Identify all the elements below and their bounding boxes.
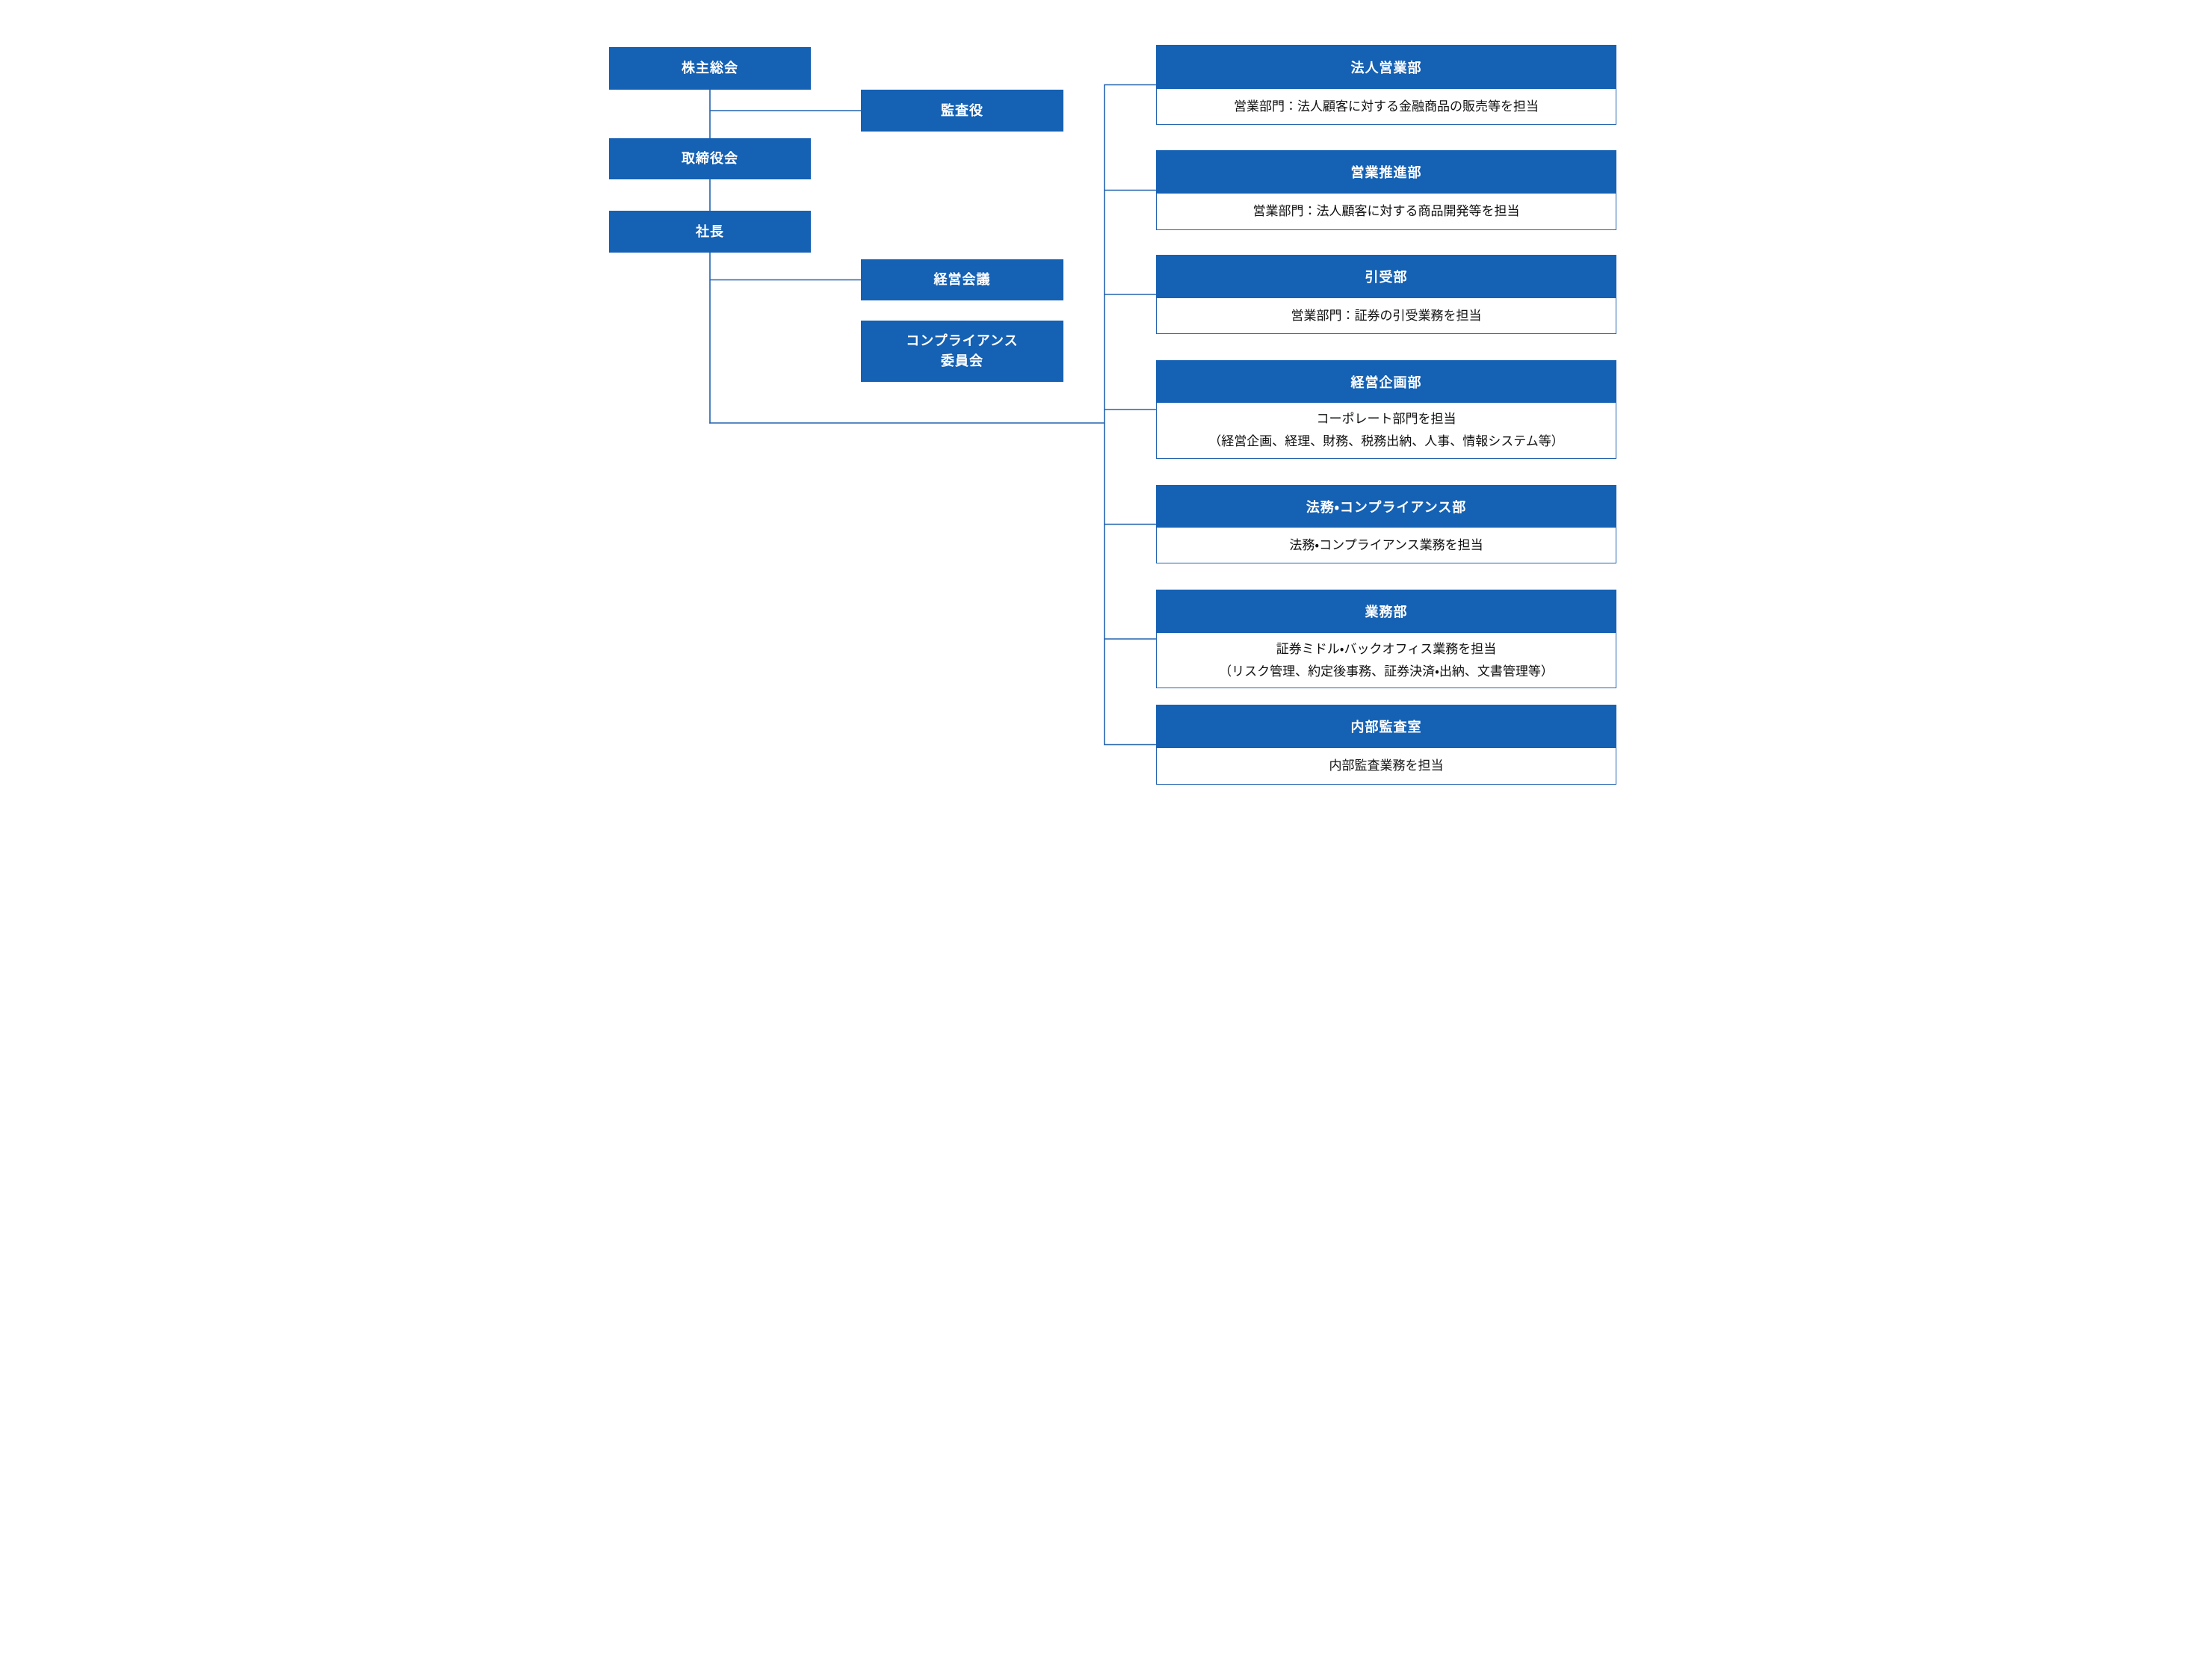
department-card-operations: 業務部 証券ミドル・バックオフィス業務を担当 （リスク管理、約定後事務、証券決済… <box>1156 590 1616 688</box>
department-header: 内部監査室 <box>1156 705 1616 748</box>
department-header: 経営企画部 <box>1156 360 1616 403</box>
department-description-line2: （リスク管理、約定後事務、証券決済・出納、文書管理等） <box>1219 664 1554 679</box>
org-box-shareholders-meeting: 株主総会 <box>609 47 811 90</box>
department-description: 内部監査業務を担当 <box>1156 748 1616 785</box>
org-box-president: 社長 <box>609 211 811 253</box>
department-description-line1: 営業部門：証券の引受業務を担当 <box>1291 308 1482 323</box>
department-header: 引受部 <box>1156 255 1616 298</box>
department-description-line1: 営業部門：法人顧客に対する商品開発等を担当 <box>1252 204 1520 219</box>
org-box-compliance-committee: コンプライアンス 委員会 <box>861 321 1063 382</box>
connector-lines <box>709 84 1157 746</box>
department-description: 営業部門：法人顧客に対する金融商品の販売等を担当 <box>1156 89 1616 125</box>
org-box-auditor: 監査役 <box>861 90 1063 132</box>
department-card-corporate-sales: 法人営業部 営業部門：法人顧客に対する金融商品の販売等を担当 <box>1156 45 1616 125</box>
org-box-label: 社長 <box>696 223 724 239</box>
department-card-sales-promotion: 営業推進部 営業部門：法人顧客に対する商品開発等を担当 <box>1156 150 1616 230</box>
org-box-label: 取締役会 <box>682 151 738 166</box>
department-description-line2: （経営企画、経理、財務、税務出納、人事、情報システム等） <box>1208 434 1564 448</box>
org-box-management-meeting: 経営会議 <box>861 259 1063 300</box>
department-description-line1: 営業部門：法人顧客に対する金融商品の販売等を担当 <box>1234 99 1539 114</box>
department-description: コーポレート部門を担当 （経営企画、経理、財務、税務出納、人事、情報システム等） <box>1156 403 1616 459</box>
org-chart: 株主総会 監査役 取締役会 社長 経営会議 コンプライアンス 委員会 法人営業部… <box>553 0 1659 830</box>
department-header: 法務・コンプライアンス部 <box>1156 485 1616 528</box>
org-box-label-line1: コンプライアンス <box>906 333 1019 348</box>
department-card-legal-compliance: 法務・コンプライアンス部 法務・コンプライアンス業務を担当 <box>1156 485 1616 563</box>
department-card-internal-audit: 内部監査室 内部監査業務を担当 <box>1156 705 1616 785</box>
department-header: 営業推進部 <box>1156 150 1616 194</box>
department-description: 証券ミドル・バックオフィス業務を担当 （リスク管理、約定後事務、証券決済・出納、… <box>1156 633 1616 688</box>
department-card-underwriting: 引受部 営業部門：証券の引受業務を担当 <box>1156 255 1616 334</box>
department-header: 法人営業部 <box>1156 45 1616 89</box>
org-box-label: 株主総会 <box>682 61 738 75</box>
department-description: 営業部門：法人顧客に対する商品開発等を担当 <box>1156 194 1616 230</box>
org-box-label: 経営会議 <box>933 272 991 287</box>
department-description: 営業部門：証券の引受業務を担当 <box>1156 298 1616 334</box>
department-header: 業務部 <box>1156 590 1616 633</box>
department-description-line1: 法務・コンプライアンス業務を担当 <box>1289 537 1483 552</box>
org-box-label: 監査役 <box>941 102 983 118</box>
department-description: 法務・コンプライアンス業務を担当 <box>1156 528 1616 563</box>
department-description-line1: 証券ミドル・バックオフィス業務を担当 <box>1276 641 1497 656</box>
department-description-line1: 内部監査業務を担当 <box>1329 759 1444 773</box>
org-box-board-of-directors: 取締役会 <box>609 138 811 179</box>
org-box-label-line2: 委員会 <box>941 353 983 368</box>
department-description-line1: コーポレート部門を担当 <box>1316 412 1456 427</box>
department-card-corporate-planning: 経営企画部 コーポレート部門を担当 （経営企画、経理、財務、税務出納、人事、情報… <box>1156 360 1616 459</box>
